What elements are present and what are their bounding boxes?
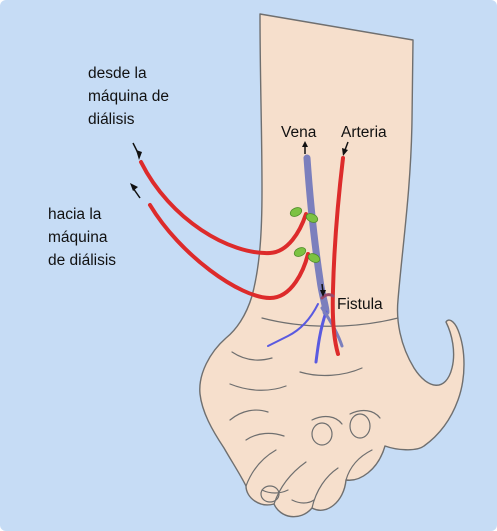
label-vein: Vena [281, 121, 316, 144]
label-from-dialysis-machine: desde la máquina de diálisis [88, 62, 169, 131]
label-fistula: Fistula [337, 293, 383, 316]
arrow-to-machine-head [130, 183, 138, 191]
label-to-dialysis-machine: hacia la máquina de diálisis [48, 203, 116, 272]
label-artery: Arteria [341, 121, 387, 144]
arrow-from-machine-head [136, 150, 142, 160]
